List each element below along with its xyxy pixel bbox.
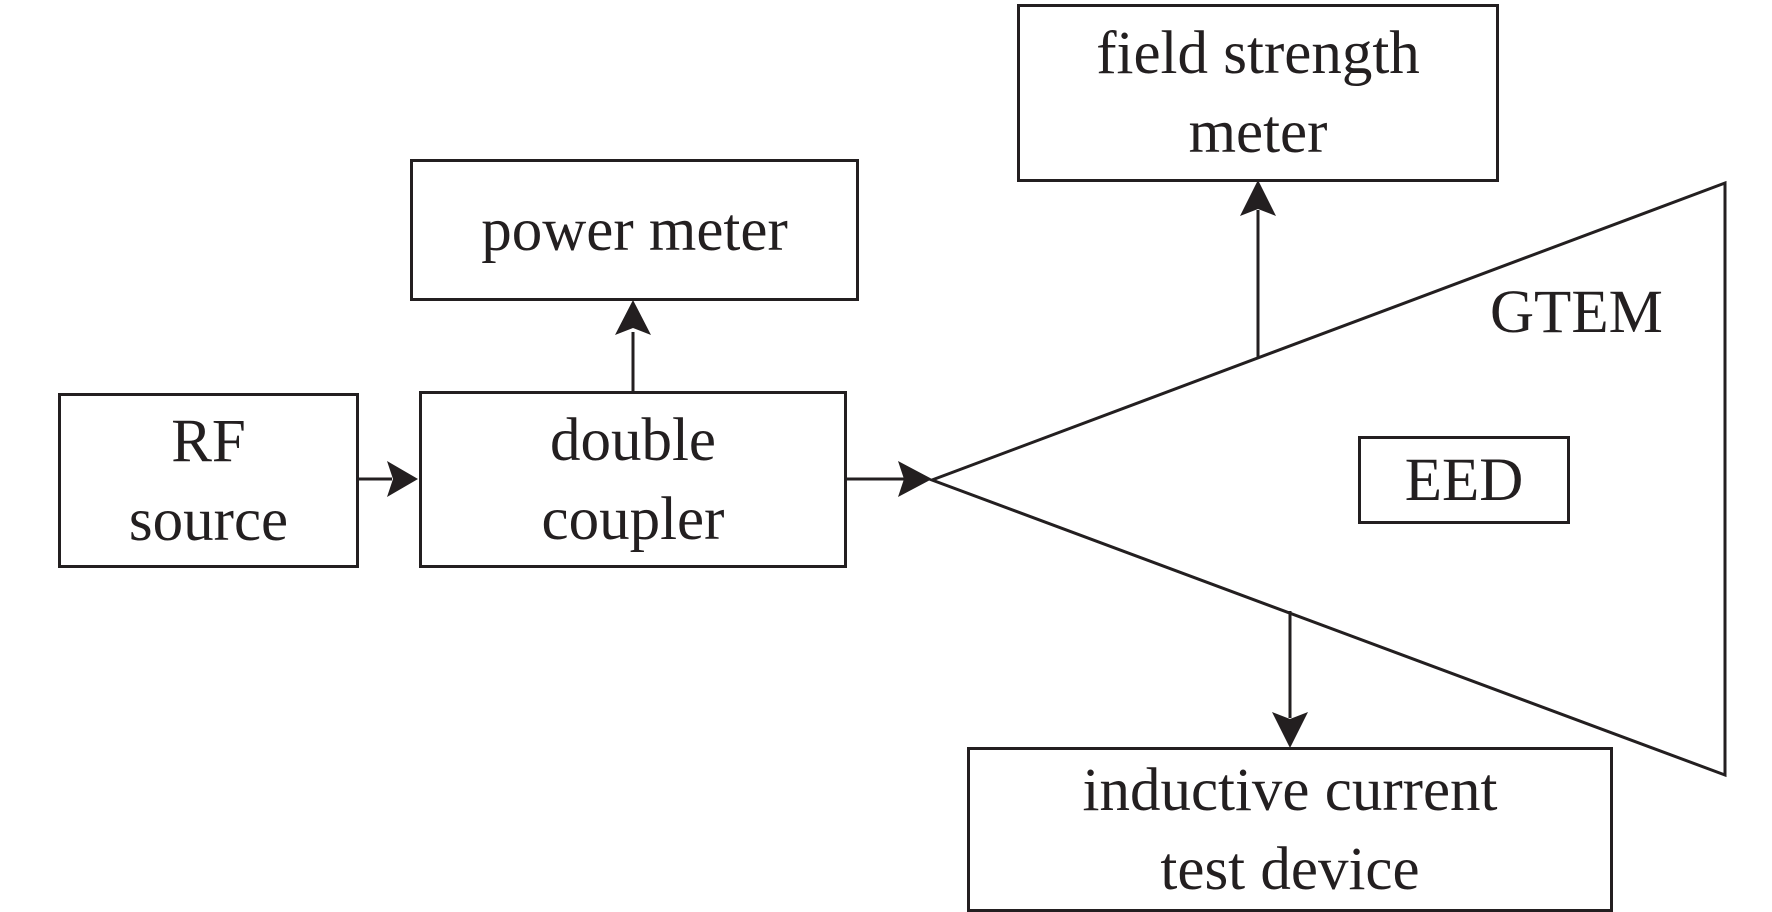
inductive-current-test-device-box: inductive current test device <box>967 747 1613 912</box>
double-coupler-box: double coupler <box>419 391 847 568</box>
field-strength-meter-label-line2: meter <box>1188 99 1328 166</box>
rf-source-label-line1: RF <box>171 407 246 475</box>
arrowhead-gtem-to-inductive-device <box>1272 712 1308 748</box>
rf-source-label-line2: source <box>128 486 289 554</box>
field-strength-meter-box: field strength meter <box>1017 4 1499 182</box>
inductive-device-label-line2: test device <box>1160 835 1420 903</box>
gtem-cell-outline <box>927 180 1727 778</box>
arrowhead-gtem-to-field-meter <box>1240 180 1276 216</box>
rf-source-box: RF source <box>58 393 359 568</box>
power-meter-box: power meter <box>410 159 859 301</box>
eed-box: EED <box>1358 436 1570 524</box>
inductive-device-label-line1: inductive current <box>1082 756 1498 824</box>
arrowhead-rf-to-coupler <box>387 461 418 497</box>
power-meter-label: power meter <box>481 196 788 264</box>
double-coupler-label-line2: coupler <box>541 485 725 553</box>
gtem-label: GTEM <box>1490 279 1663 346</box>
double-coupler-label-line1: double <box>549 406 717 474</box>
arrowhead-coupler-to-power-meter <box>615 300 651 335</box>
arrowhead-coupler-to-gtem <box>898 461 932 497</box>
eed-label: EED <box>1404 446 1524 514</box>
field-strength-meter-label-line1: field strength <box>1096 20 1420 87</box>
